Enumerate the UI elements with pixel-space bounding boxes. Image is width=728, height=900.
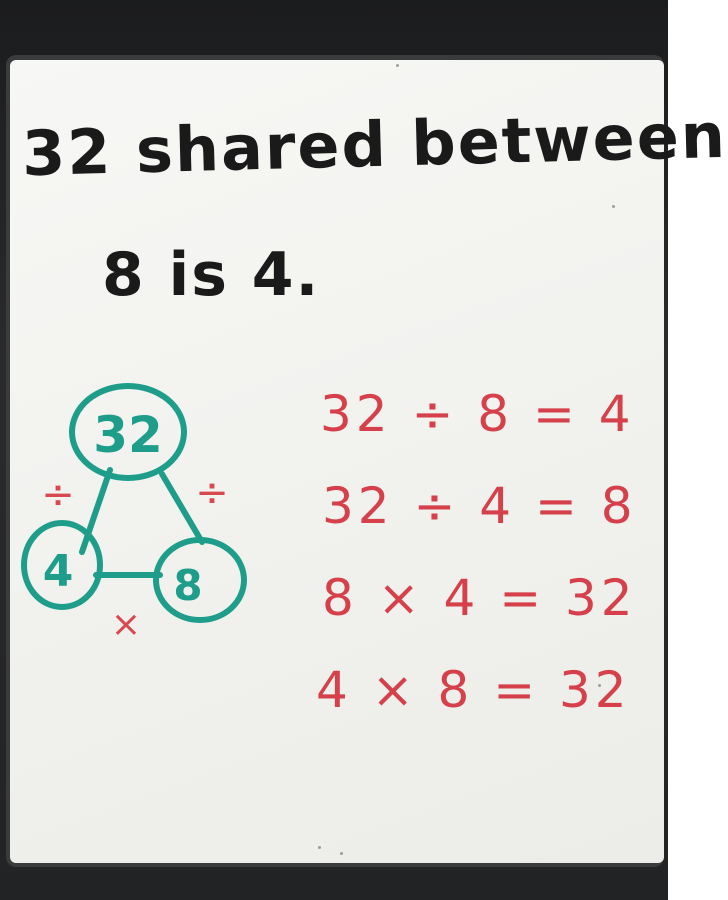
bottom-operator: × <box>111 604 141 645</box>
right-number: 8 <box>173 561 202 610</box>
left-number: 4 <box>43 546 74 597</box>
equation-3: 8 × 4 = 32 <box>322 569 637 627</box>
whiteboard: 32 shared between 8 is 4. 32 4 8 ÷ ÷ × 3… <box>10 60 728 863</box>
equation-4: 4 × 8 = 32 <box>316 661 631 719</box>
right-number-circle <box>153 537 247 623</box>
heading-line-2: 8 is 4. <box>102 240 321 310</box>
equation-1: 32 ÷ 8 = 4 <box>320 385 635 443</box>
triangle-left-edge <box>79 467 113 555</box>
board-speck <box>318 846 321 849</box>
board-speck <box>340 852 343 855</box>
top-number-circle <box>69 383 187 481</box>
left-number-circle <box>21 520 103 610</box>
equation-list: 32 ÷ 8 = 4 32 ÷ 4 = 8 8 × 4 = 32 4 × 8 =… <box>316 368 656 736</box>
triangle-right-edge <box>159 471 205 545</box>
board-speck <box>396 64 399 67</box>
left-operator: ÷ <box>41 472 75 518</box>
board-speck <box>598 684 601 687</box>
right-operator: ÷ <box>195 470 229 516</box>
board-speck <box>612 205 615 208</box>
top-number: 32 <box>93 406 163 464</box>
fact-family-triangle: 32 4 8 ÷ ÷ × <box>21 383 247 645</box>
equation-2: 32 ÷ 4 = 8 <box>322 477 637 535</box>
